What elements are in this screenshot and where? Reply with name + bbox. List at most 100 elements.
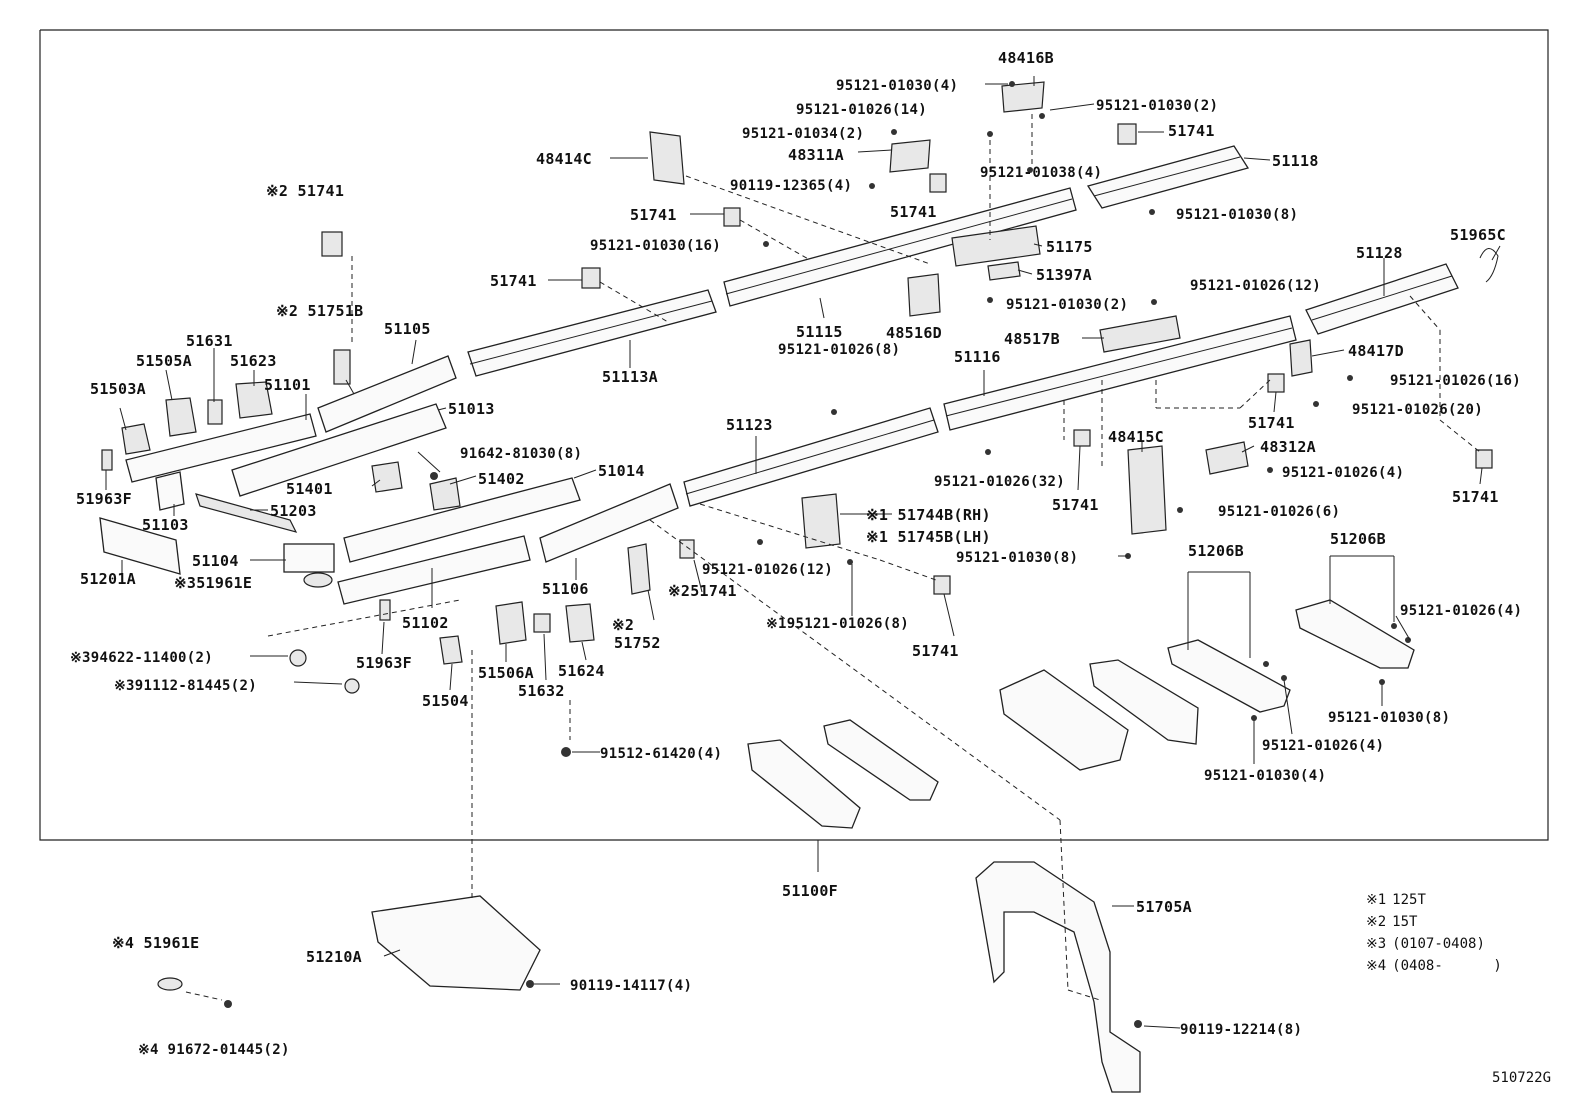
label-51116: 51116: [954, 348, 1001, 366]
label-95121-01030-8-c: 95121-01030(8): [1328, 710, 1450, 726]
label-51503A: 51503A: [90, 380, 146, 398]
bracket-48312A: [1205, 441, 1249, 475]
crossmember-51206B-a: [1167, 639, 1291, 713]
label-51210A: 51210A: [306, 948, 362, 966]
bracket-51963F-a: [101, 449, 113, 471]
note-mark-3-c: ※3: [114, 678, 135, 694]
rail-51102: [337, 535, 531, 605]
label-95121-01026-8-a: 95121-01026(8): [778, 342, 900, 358]
label-51103: 51103: [142, 516, 189, 534]
label-51402: 51402: [478, 470, 525, 488]
bracket-51741-e: [1117, 123, 1137, 145]
bracket-48415C: [1127, 445, 1167, 535]
label-51203: 51203: [270, 502, 317, 520]
note-mark-4-a: ※4: [112, 934, 144, 952]
label-51752: ※2: [612, 616, 634, 634]
label-51961E-a: ※351961E: [174, 574, 252, 592]
label-94622-11400-2: ※394622-11400(2): [70, 650, 213, 666]
label-51013: 51013: [448, 400, 495, 418]
label-95121-01030-8-a: 95121-01030(8): [1176, 207, 1298, 223]
note-mark-1-a: ※1: [866, 506, 898, 524]
label-95121-01030-4: 95121-01030(4): [836, 78, 958, 94]
label-95121-01026-20: 95121-01026(20): [1352, 402, 1483, 418]
mount-51401: [371, 461, 403, 493]
label-51741-d: 51741: [890, 203, 937, 221]
label-51115: 51115: [796, 323, 843, 341]
note-mark-3-b: ※3: [70, 650, 91, 666]
bracket-51506A: [495, 601, 527, 645]
bracket-51631: [207, 399, 223, 425]
label-95121-01026-4-b: 95121-01026(4): [1400, 603, 1522, 619]
bracket-51741-g: [1073, 429, 1091, 447]
label-48312A: 48312A: [1260, 438, 1316, 456]
rollbar-51705A: [975, 861, 1141, 1093]
bracket-51741-d: [929, 173, 947, 193]
diagram-code: 510722G: [1492, 1070, 1551, 1086]
label-95121-01030-2-a: 95121-01030(2): [1096, 98, 1218, 114]
bracket-51397A: [987, 261, 1021, 281]
bracket-51963F-b: [379, 599, 391, 621]
bracket-51624: [565, 603, 595, 643]
label-51741-e: 51741: [1168, 122, 1215, 140]
rail-51014: [343, 477, 581, 563]
label-51123: 51123: [726, 416, 773, 434]
label-51118: 51118: [1272, 152, 1319, 170]
bracket-51504: [439, 635, 463, 665]
label-90119-14117-4: 90119-14117(4): [570, 978, 692, 994]
label-95121-01026-12-b: 95121-01026(12): [702, 562, 833, 578]
label-51741-f: 51741: [1248, 414, 1295, 432]
label-51741-j: ※251741: [668, 582, 737, 600]
label-51014: 51014: [598, 462, 645, 480]
rail-51101: [125, 413, 317, 483]
label-48417D: 48417D: [1348, 342, 1404, 360]
bracket-51503A: [121, 423, 151, 455]
label-51623: 51623: [230, 352, 277, 370]
bracket-51741-f: [1267, 373, 1285, 393]
crossmember-51206B-b: [1295, 599, 1415, 669]
bracket-51741-j: [679, 539, 695, 559]
bracket-48311A: [889, 139, 931, 173]
label-51963F-b: 51963F: [356, 654, 412, 672]
label-51741-c: 51741: [630, 206, 677, 224]
bracket-51741-i: [933, 575, 951, 595]
label-51624: 51624: [558, 662, 605, 680]
label-90119-12365-4: 90119-12365(4): [730, 178, 852, 194]
label-51105: 51105: [384, 320, 431, 338]
bolt-91112-81445: [344, 678, 360, 694]
label-95121-01026-4-c: 95121-01026(4): [1262, 738, 1384, 754]
rail-51113A: [467, 289, 717, 377]
label-91512-61420-4: 91512-61420(4): [600, 746, 722, 762]
plate-51201A: [99, 517, 181, 575]
label-95121-01026-14: 95121-01026(14): [796, 102, 927, 118]
rail-51123: [683, 407, 939, 507]
bracket-48517B: [1099, 315, 1181, 353]
label-51741-g: 51741: [1052, 496, 1099, 514]
note-mark-2-d: ※2: [612, 616, 634, 634]
label-51206B-a: 51206B: [1188, 542, 1244, 560]
note-mark-1-c: ※1: [766, 616, 787, 632]
bracket-51741-b: [581, 267, 601, 289]
bracket-48414C: [649, 131, 685, 185]
label-95121-01026-16: 95121-01026(16): [1390, 373, 1521, 389]
bracket-48416B: [1001, 81, 1045, 113]
label-51206B-b: 51206B: [1330, 530, 1386, 548]
label-48517B: 48517B: [1004, 330, 1060, 348]
label-51741-a: ※2 51741: [266, 182, 344, 200]
label-48416B: 48416B: [998, 49, 1054, 67]
label-95121-01034-2: 95121-01034(2): [742, 126, 864, 142]
label-95121-01030-2-b: 95121-01030(2): [1006, 297, 1128, 313]
bracket-51741-a: [321, 231, 343, 257]
label-95121-01026-4-a: 95121-01026(4): [1282, 465, 1404, 481]
crossmember-1: [999, 669, 1129, 771]
label-assembly-51100F: 51100F: [782, 882, 838, 900]
note-4: ※4(0408- ): [1366, 958, 1502, 974]
bracket-51632: [533, 613, 551, 633]
cushion-51961E-b: [157, 977, 183, 991]
label-51965C: 51965C: [1450, 226, 1506, 244]
note-mark-1-b: ※1: [866, 528, 898, 546]
crossmember-4: [823, 719, 939, 801]
label-95121-01030-4: 95121-01030(4): [1204, 768, 1326, 784]
bracket-51744B: [801, 493, 841, 549]
